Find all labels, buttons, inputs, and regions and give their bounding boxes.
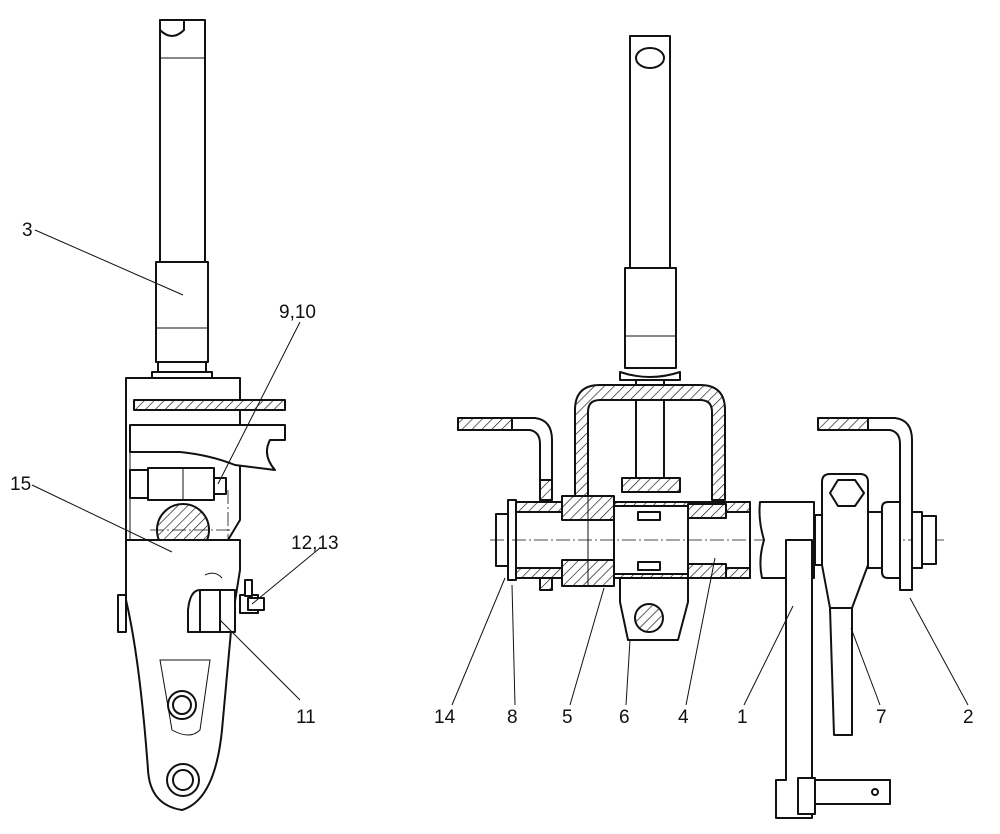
shaft-assembly <box>490 495 945 587</box>
rod-3-front <box>619 35 681 479</box>
callout-3: 3 <box>22 220 33 241</box>
callout-7: 7 <box>876 707 887 728</box>
side-view <box>117 19 286 811</box>
leader-lines <box>31 229 969 706</box>
rod-3-side <box>151 19 213 379</box>
left-angle-bracket <box>457 417 553 591</box>
yoke-bracket-front <box>574 384 726 501</box>
lever-side <box>117 539 241 811</box>
callout-6: 6 <box>619 707 630 728</box>
callout-11: 11 <box>296 707 316 728</box>
front-view <box>457 35 945 819</box>
callout-15: 15 <box>10 474 31 495</box>
callout-4: 4 <box>678 707 689 728</box>
callout-1: 1 <box>737 707 748 728</box>
callout-14: 14 <box>434 707 456 728</box>
callout-9-10: 9,10 <box>279 302 316 323</box>
callout-5: 5 <box>562 707 573 728</box>
lever-1-front <box>758 501 891 819</box>
fork-11-side <box>187 572 265 633</box>
lever-7-front <box>814 473 869 736</box>
callout-12-13: 12,13 <box>291 533 339 554</box>
callout-8: 8 <box>507 707 518 728</box>
right-end-hardware <box>867 501 937 579</box>
callout-2: 2 <box>963 707 974 728</box>
lower-bracket-6 <box>619 577 689 641</box>
callout-labels: 3 9,10 15 12,13 11 14 8 5 6 4 1 7 2 <box>10 220 974 728</box>
